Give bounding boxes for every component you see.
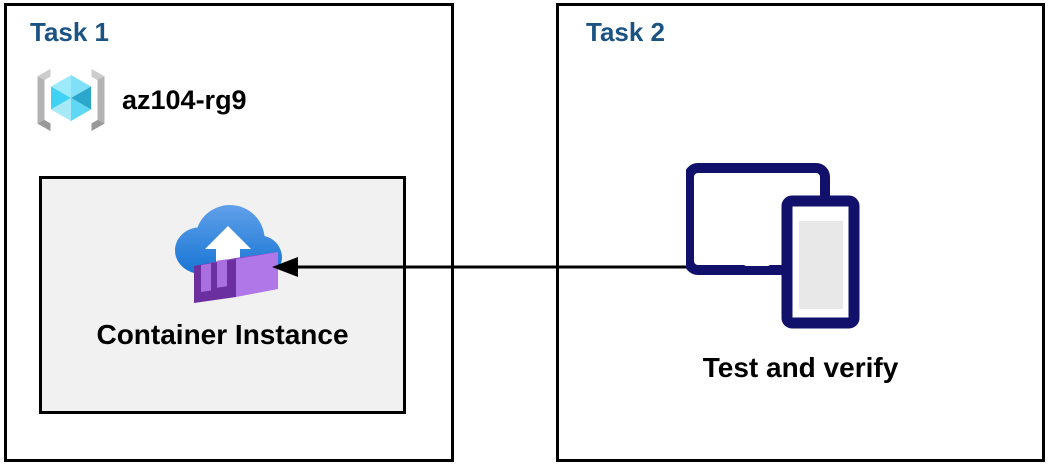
- test-and-verify-label: Test and verify: [702, 352, 899, 383]
- task-2-title: Task 2: [586, 17, 666, 47]
- resource-group-label: az104-rg9: [122, 84, 247, 115]
- task-2-panel: [556, 3, 1045, 462]
- container-instance-box: Container Instance: [39, 176, 406, 414]
- resource-group-row: az104-rg9: [34, 64, 247, 136]
- task-1-title: Task 1: [30, 17, 110, 47]
- task-1-panel: [4, 3, 454, 462]
- container-instance-label: Container Instance: [96, 319, 349, 350]
- azure-resource-group-icon: [34, 64, 108, 136]
